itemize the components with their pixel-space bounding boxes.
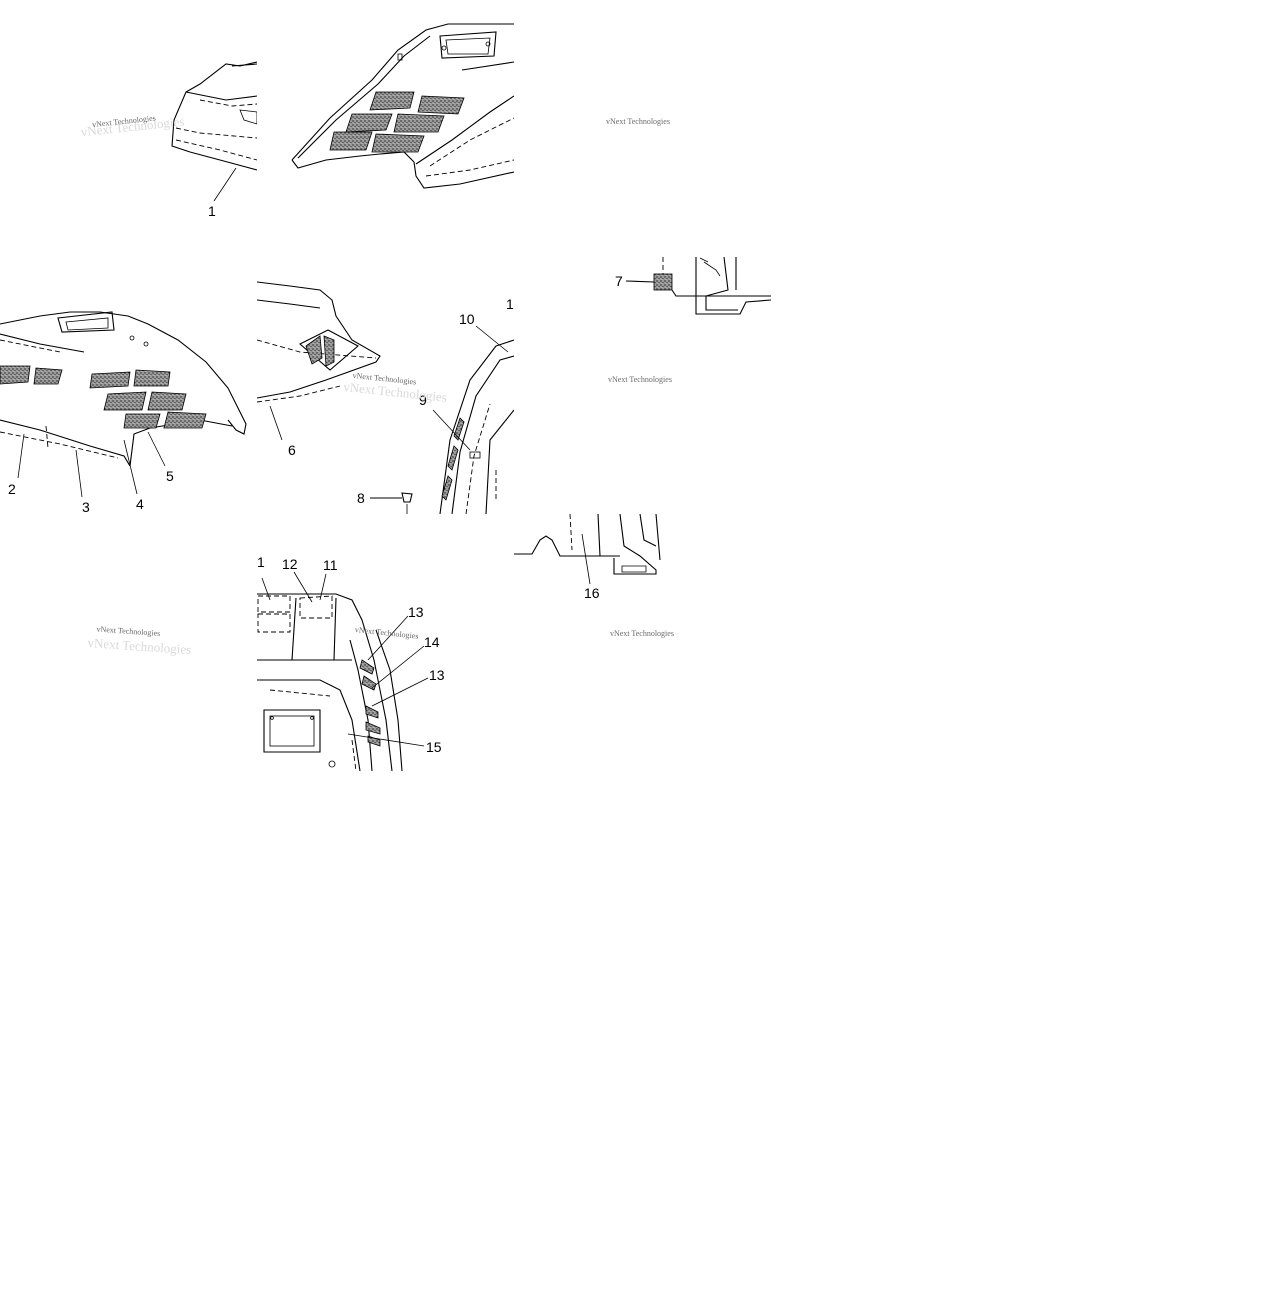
watermark-4: vNext Technologies: [608, 375, 672, 384]
watermark-2: vNext Technologies: [606, 117, 670, 126]
callout-4: 4: [136, 496, 144, 512]
callout-1-rear: 1: [257, 554, 265, 570]
callout-13-lower: 13: [429, 667, 445, 683]
hood-top-view: [291, 23, 514, 189]
fastener-detail: [625, 257, 771, 315]
callout-8: 8: [357, 490, 365, 506]
hood-rear-section: [257, 281, 514, 514]
callout-1-top: 1: [208, 203, 216, 219]
callout-1-side: 1: [506, 296, 514, 312]
bellypan-profile: [514, 514, 661, 585]
watermark-5: vNext Technologies vNext Technologies: [87, 625, 192, 658]
watermark-1: vNext Technologies vNext Technologies: [80, 113, 185, 139]
svg-text:vNext Technologies: vNext Technologies: [87, 635, 192, 657]
svg-text:vNext Technologies: vNext Technologies: [608, 375, 672, 384]
watermark-7: vNext Technologies: [610, 629, 674, 638]
callout-11: 11: [323, 557, 338, 573]
callout-6: 6: [288, 442, 296, 458]
callout-9: 9: [419, 392, 427, 408]
callout-12: 12: [282, 556, 298, 572]
callout-15: 15: [426, 739, 442, 755]
callout-16: 16: [584, 585, 600, 601]
callout-5: 5: [166, 468, 174, 484]
svg-text:vNext Technologies: vNext Technologies: [354, 625, 419, 641]
hood-front-panel: [171, 61, 257, 202]
watermark-6: vNext Technologies: [354, 625, 419, 641]
callout-7: 7: [615, 273, 623, 289]
watermark-3: vNext Technologies vNext Technologies: [343, 371, 448, 405]
callout-3: 3: [82, 499, 90, 515]
callout-2: 2: [8, 481, 16, 497]
callout-10: 10: [459, 311, 475, 327]
svg-text:vNext Technologies: vNext Technologies: [610, 629, 674, 638]
svg-text:vNext Technologies: vNext Technologies: [606, 117, 670, 126]
callout-13-upper: 13: [408, 604, 424, 620]
hood-side-view: [0, 311, 247, 498]
callout-14: 14: [424, 634, 440, 650]
hood-overhead-view: [257, 571, 429, 771]
svg-text:vNext Technologies: vNext Technologies: [96, 625, 160, 638]
